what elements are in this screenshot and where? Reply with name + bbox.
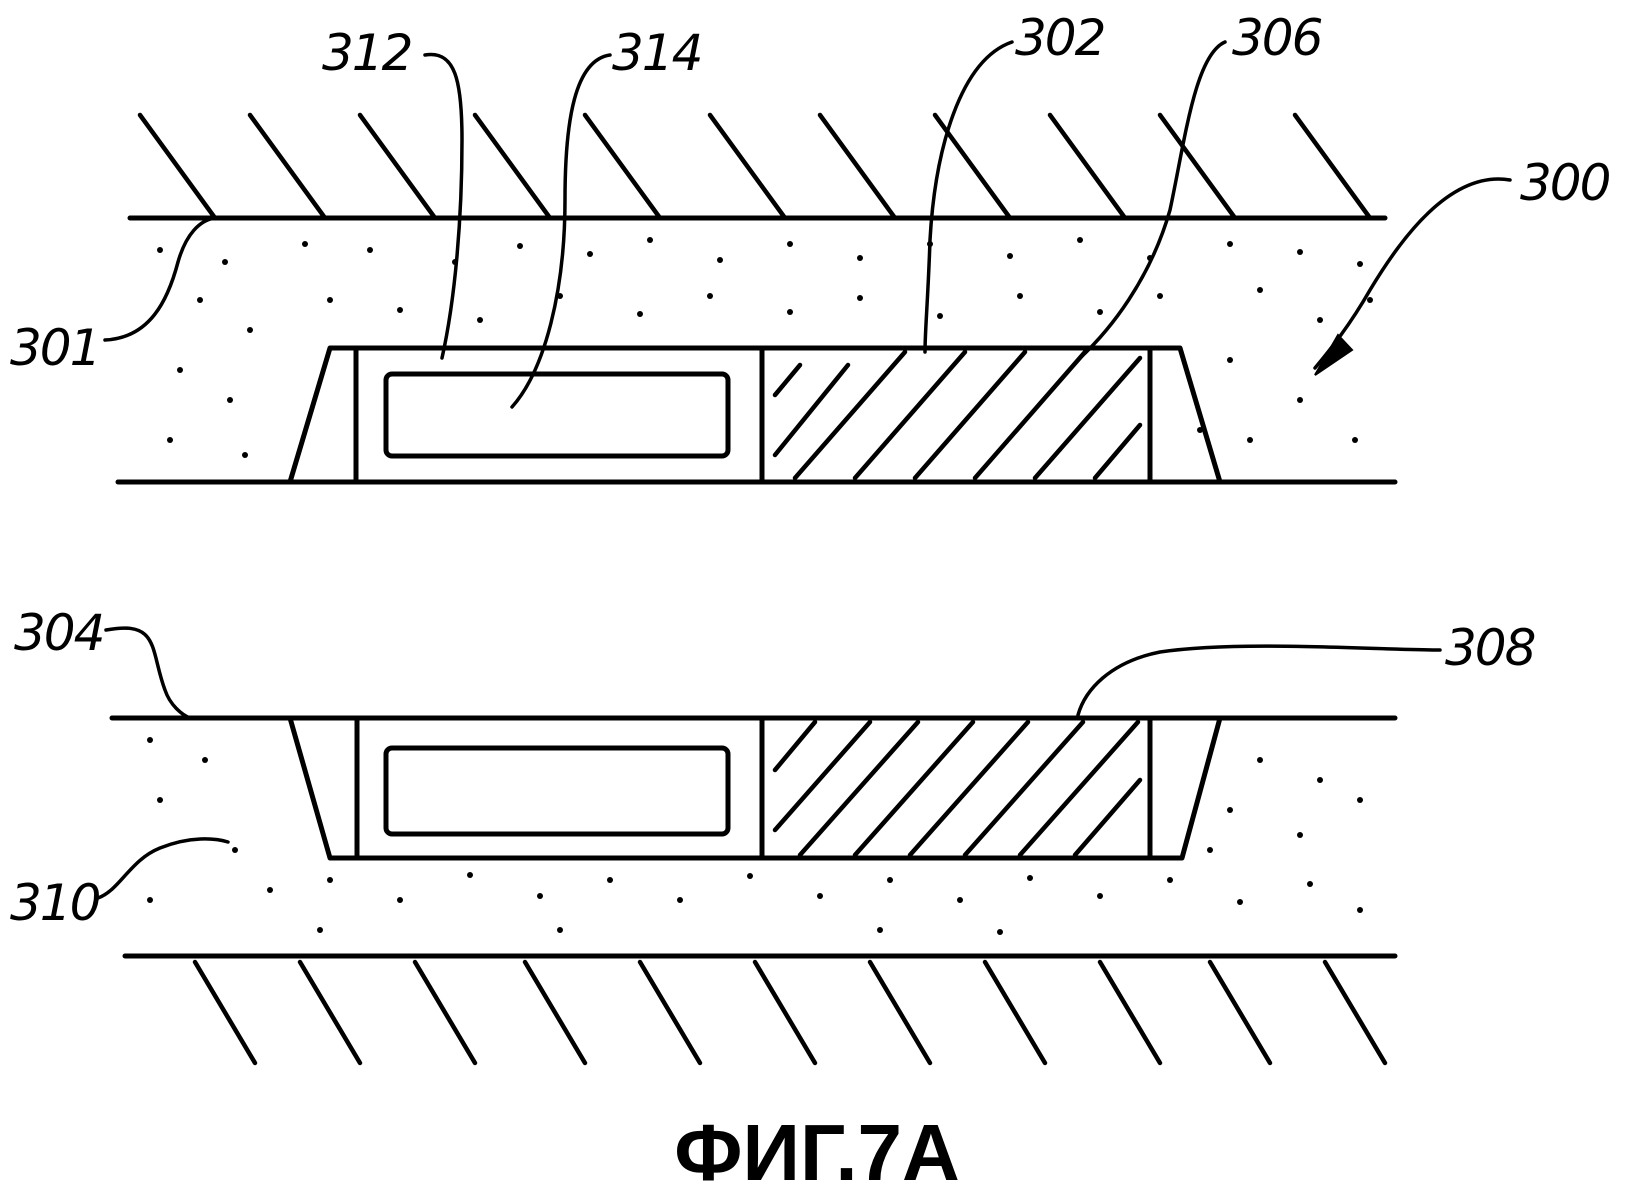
lower-hatched-element bbox=[772, 719, 1143, 858]
figure-caption: ФИГ.7А bbox=[674, 1108, 960, 1197]
label-314: 314 bbox=[612, 24, 701, 82]
leader-lines bbox=[96, 40, 1512, 900]
label-306: 306 bbox=[1232, 9, 1322, 67]
label-310: 310 bbox=[10, 874, 100, 932]
upper-structure bbox=[287, 345, 1223, 485]
label-301: 301 bbox=[10, 319, 99, 377]
lower-boundary-lines bbox=[109, 715, 1398, 959]
label-312: 312 bbox=[322, 24, 411, 82]
lower-structure bbox=[287, 715, 1223, 861]
upper-hatched-element bbox=[772, 349, 1143, 481]
lower-fill-stipple bbox=[147, 737, 1363, 935]
label-304: 304 bbox=[14, 604, 103, 662]
upper-substrate-hatching bbox=[137, 112, 1373, 221]
lower-substrate-hatching bbox=[192, 959, 1388, 1066]
label-300: 300 bbox=[1520, 154, 1610, 212]
label-302: 302 bbox=[1015, 9, 1104, 67]
label-308: 308 bbox=[1445, 619, 1535, 677]
